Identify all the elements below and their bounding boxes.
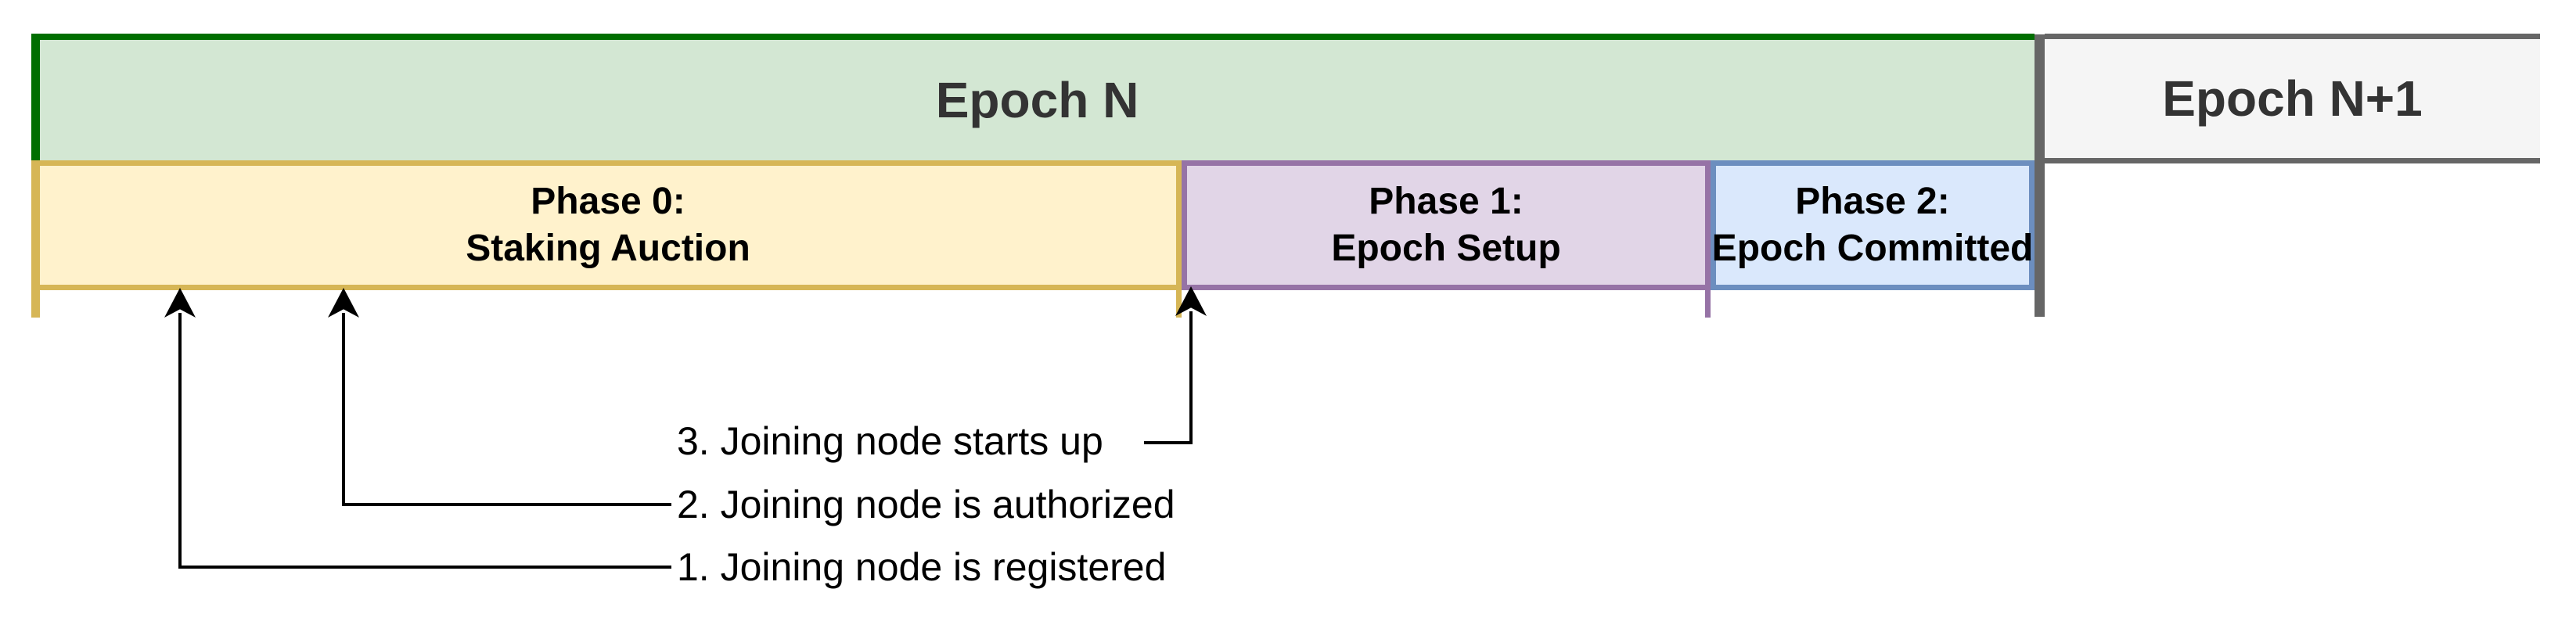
epoch-boundary-divider: [2035, 34, 2045, 317]
annotation-joining-node-authorized: 2. Joining node is authorized: [677, 483, 1175, 526]
phase-0-subtitle: Staking Auction: [466, 228, 750, 269]
arrow-1-vertical-line: [178, 313, 182, 569]
phase-1-right-border-tail: [1705, 290, 1711, 318]
phase-2-box: Phase 2: Epoch Committed: [1711, 160, 2035, 290]
arrow-3-horizontal-line: [1144, 441, 1193, 444]
arrow-3-vertical-line: [1189, 311, 1193, 444]
annotation-joining-node-starts-up: 3. Joining node starts up: [677, 419, 1103, 463]
epoch-n1-label: Epoch N+1: [2162, 70, 2423, 127]
phase-0-box: Phase 0: Staking Auction: [31, 160, 1182, 290]
phase-2-title: Phase 2:: [1795, 181, 1950, 222]
annotation-joining-node-registered: 1. Joining node is registered: [677, 545, 1167, 589]
phase-1-box: Phase 1: Epoch Setup: [1182, 160, 1711, 290]
phase-1-title: Phase 1:: [1369, 181, 1524, 222]
arrow-2-vertical-line: [342, 313, 345, 506]
phase-1-subtitle: Epoch Setup: [1331, 228, 1561, 269]
phase-0-right-border-tail: [1176, 290, 1182, 318]
epoch-n-box: Epoch N: [31, 34, 2035, 160]
epoch-n-label: Epoch N: [935, 72, 1139, 128]
phase-2-subtitle: Epoch Committed: [1711, 228, 2034, 269]
arrow-1-horizontal-line: [178, 566, 671, 569]
phase-0-left-border-tail: [31, 290, 40, 318]
phase-0-title: Phase 0:: [531, 181, 685, 222]
epoch-n1-box: Epoch N+1: [2045, 34, 2540, 163]
arrow-2-horizontal-line: [342, 503, 671, 506]
